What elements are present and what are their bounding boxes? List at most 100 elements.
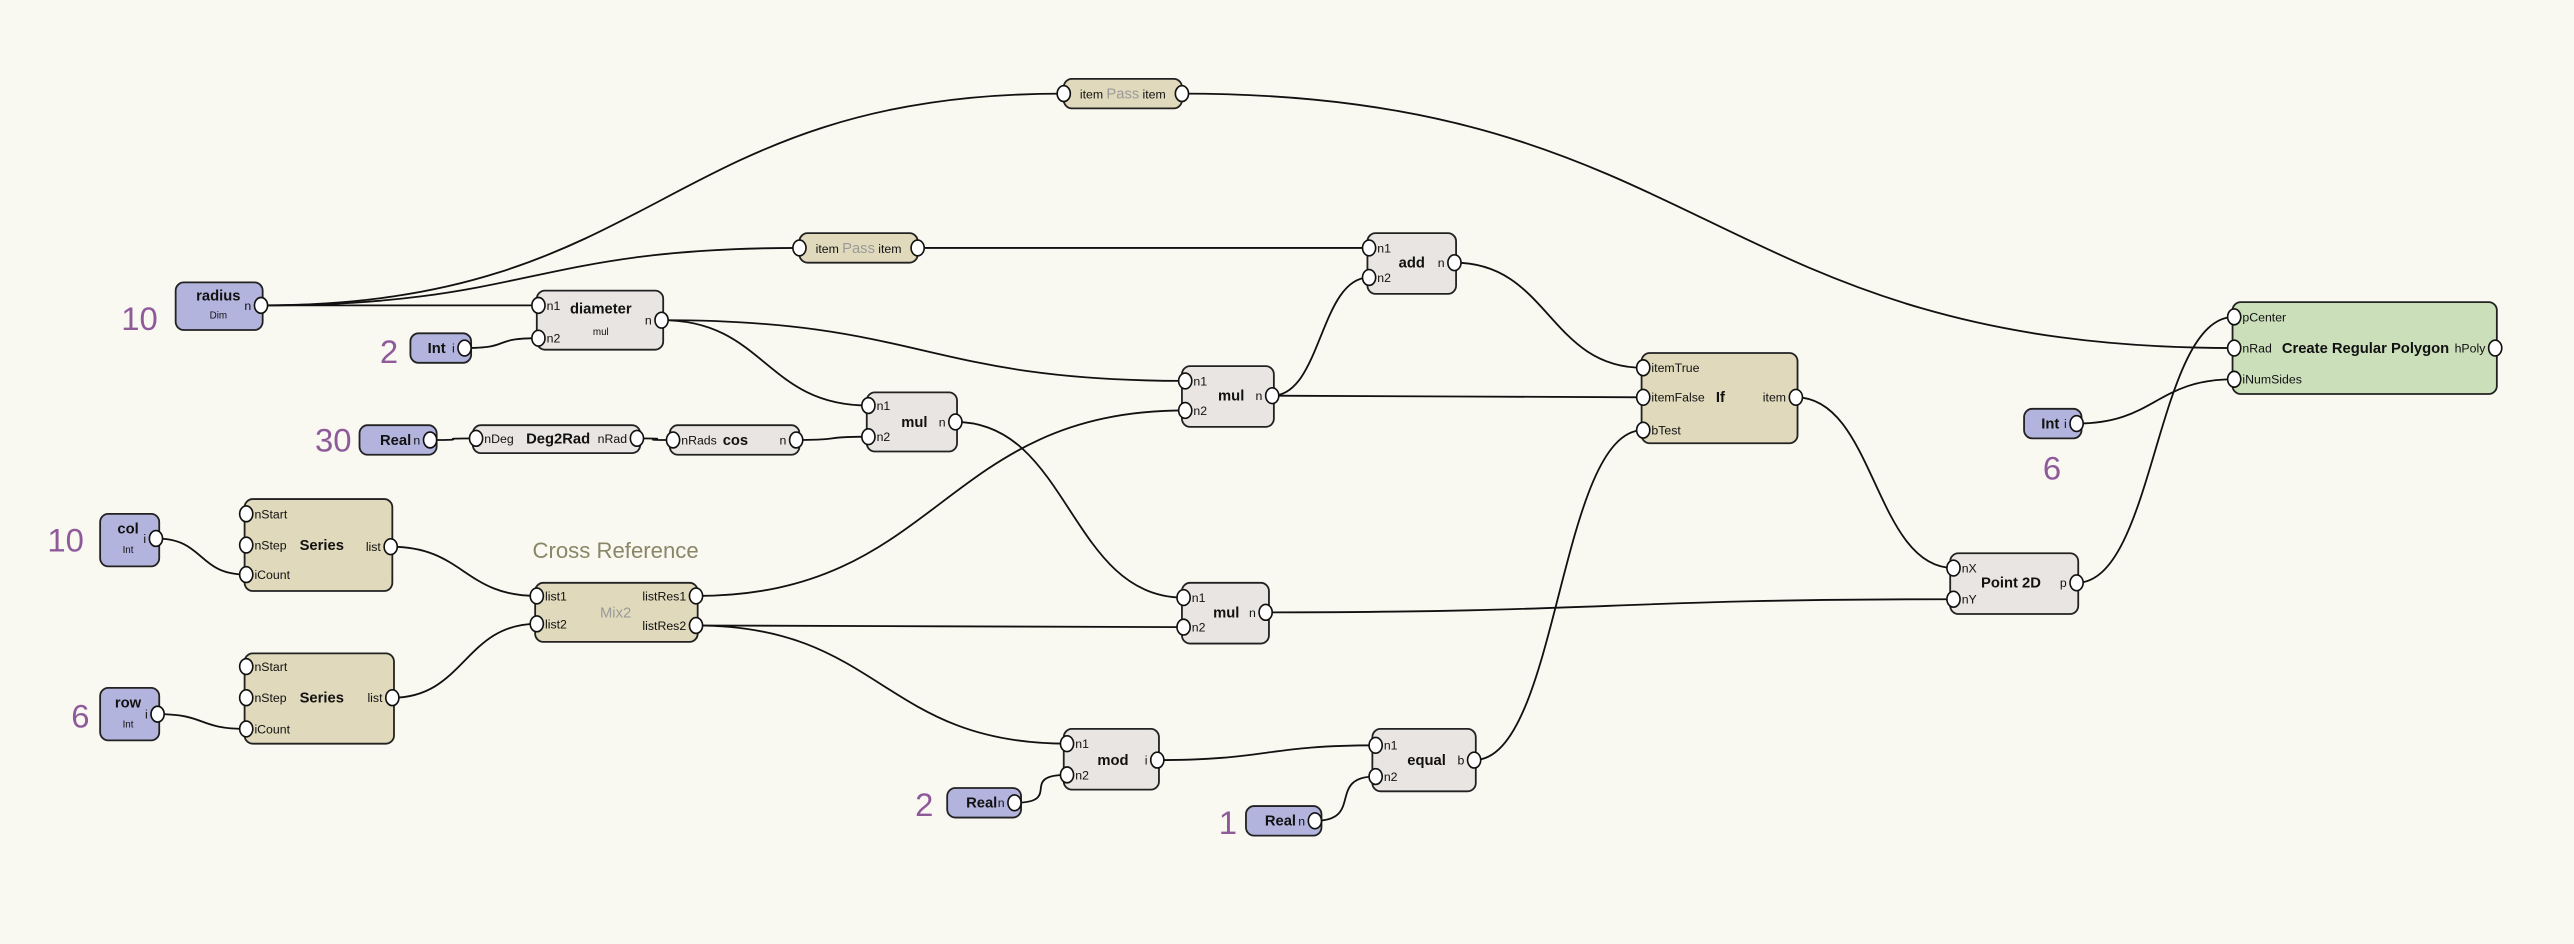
connection-int_2-to-diameter[interactable]: [464, 337, 539, 349]
connection-series_1-to-mix2[interactable]: [390, 545, 537, 597]
input-port-nX[interactable]: [1946, 559, 1961, 577]
input-port-iNumSides[interactable]: [2226, 370, 2242, 388]
connection-real_1-to-equal[interactable]: [1314, 775, 1376, 822]
input-port-nStart[interactable]: [238, 657, 254, 676]
output-port-n[interactable]: [253, 296, 269, 315]
input-port-pCenter[interactable]: [2226, 308, 2242, 326]
connection-radius-to-pass_mid[interactable]: [261, 247, 800, 307]
output-port-n[interactable]: [788, 431, 804, 449]
input-port-itemTrue[interactable]: [1635, 359, 1651, 377]
node-value[interactable]: 30: [315, 421, 352, 458]
connection-mix2-to-mul_a[interactable]: [696, 409, 1186, 597]
output-port-b[interactable]: [1466, 751, 1482, 769]
output-port-n[interactable]: [1264, 386, 1280, 405]
output-port-item[interactable]: [1174, 84, 1190, 103]
connection-real_2-to-mod[interactable]: [1014, 773, 1068, 804]
node-value[interactable]: 6: [2043, 449, 2061, 486]
output-port-p[interactable]: [2069, 574, 2084, 592]
input-port-n1[interactable]: [1059, 734, 1075, 753]
connection-point2d-to-polygon[interactable]: [2076, 315, 2235, 584]
output-port-listRes2[interactable]: [688, 616, 704, 635]
input-port-n1[interactable]: [1361, 239, 1377, 257]
connection-real_30-to-deg2rad[interactable]: [430, 437, 477, 441]
connection-mul_b-to-mul_c[interactable]: [955, 421, 1184, 599]
input-port-nY[interactable]: [1946, 590, 1961, 608]
connection-pass_top-to-polygon[interactable]: [1181, 92, 2235, 349]
output-port-n[interactable]: [654, 311, 669, 329]
node-value[interactable]: 10: [121, 300, 158, 337]
input-port-n2[interactable]: [1368, 767, 1384, 786]
input-port-n2[interactable]: [1361, 268, 1377, 287]
input-port-n2[interactable]: [861, 428, 876, 446]
input-port-n1[interactable]: [1177, 372, 1193, 390]
connection-series_2-to-mix2[interactable]: [392, 622, 537, 699]
input-port-n2[interactable]: [1059, 766, 1075, 784]
input-port-n1[interactable]: [531, 296, 546, 315]
connection-if-to-point2d[interactable]: [1795, 396, 1954, 569]
node-value[interactable]: 1: [1219, 804, 1237, 841]
input-port-list2[interactable]: [529, 615, 545, 633]
input-port-nDeg[interactable]: [468, 429, 484, 448]
output-port-i[interactable]: [150, 705, 165, 723]
connection-col-to-series_1[interactable]: [155, 537, 247, 576]
connection-diameter-to-mul_b[interactable]: [661, 319, 869, 407]
connection-row-to-series_2[interactable]: [157, 713, 247, 730]
connection-equal-to-if[interactable]: [1474, 429, 1644, 762]
output-port-n[interactable]: [1447, 253, 1462, 272]
input-port-n1[interactable]: [861, 396, 876, 415]
input-port-n2[interactable]: [1177, 401, 1193, 420]
node-value[interactable]: 2: [915, 786, 933, 823]
connection-int_6-to-polygon[interactable]: [2076, 378, 2235, 425]
connection-mix2-to-mod[interactable]: [696, 624, 1068, 745]
node-body[interactable]: [534, 581, 699, 643]
input-port-n1[interactable]: [1368, 736, 1384, 755]
output-port-i[interactable]: [1149, 751, 1165, 769]
output-port-n[interactable]: [1258, 603, 1274, 622]
connection-radius-to-pass_top[interactable]: [261, 92, 1064, 307]
output-port-list[interactable]: [384, 689, 400, 707]
connection-mul_c-to-point2d[interactable]: [1265, 598, 1954, 614]
node-value[interactable]: 6: [71, 697, 89, 734]
input-port-nRad[interactable]: [2226, 339, 2242, 357]
input-port-bTest[interactable]: [1635, 421, 1651, 439]
output-port-n[interactable]: [422, 431, 438, 449]
connection-mod-to-equal[interactable]: [1157, 744, 1376, 762]
input-port-list1[interactable]: [529, 587, 545, 605]
connection-cos-to-mul_b[interactable]: [796, 435, 869, 441]
output-port-n[interactable]: [1007, 794, 1022, 812]
input-port-nStart[interactable]: [238, 505, 254, 523]
connection-mix2-to-mul_c[interactable]: [696, 624, 1184, 629]
output-port-i[interactable]: [2069, 414, 2084, 433]
connection-mul_a-to-add[interactable]: [1272, 276, 1370, 397]
input-port-nStep[interactable]: [238, 536, 254, 554]
output-port-hPoly[interactable]: [2487, 339, 2503, 357]
output-port-item[interactable]: [910, 239, 926, 257]
input-port-item[interactable]: [1056, 84, 1072, 103]
connection-mul_a-to-if[interactable]: [1272, 394, 1644, 399]
input-port-iCount[interactable]: [238, 720, 254, 738]
input-port-nStep[interactable]: [238, 689, 254, 707]
output-port-listRes1[interactable]: [688, 587, 704, 605]
output-port-i[interactable]: [148, 529, 164, 548]
connection-diameter-to-mul_a[interactable]: [661, 319, 1186, 382]
node-value[interactable]: 10: [47, 522, 84, 559]
